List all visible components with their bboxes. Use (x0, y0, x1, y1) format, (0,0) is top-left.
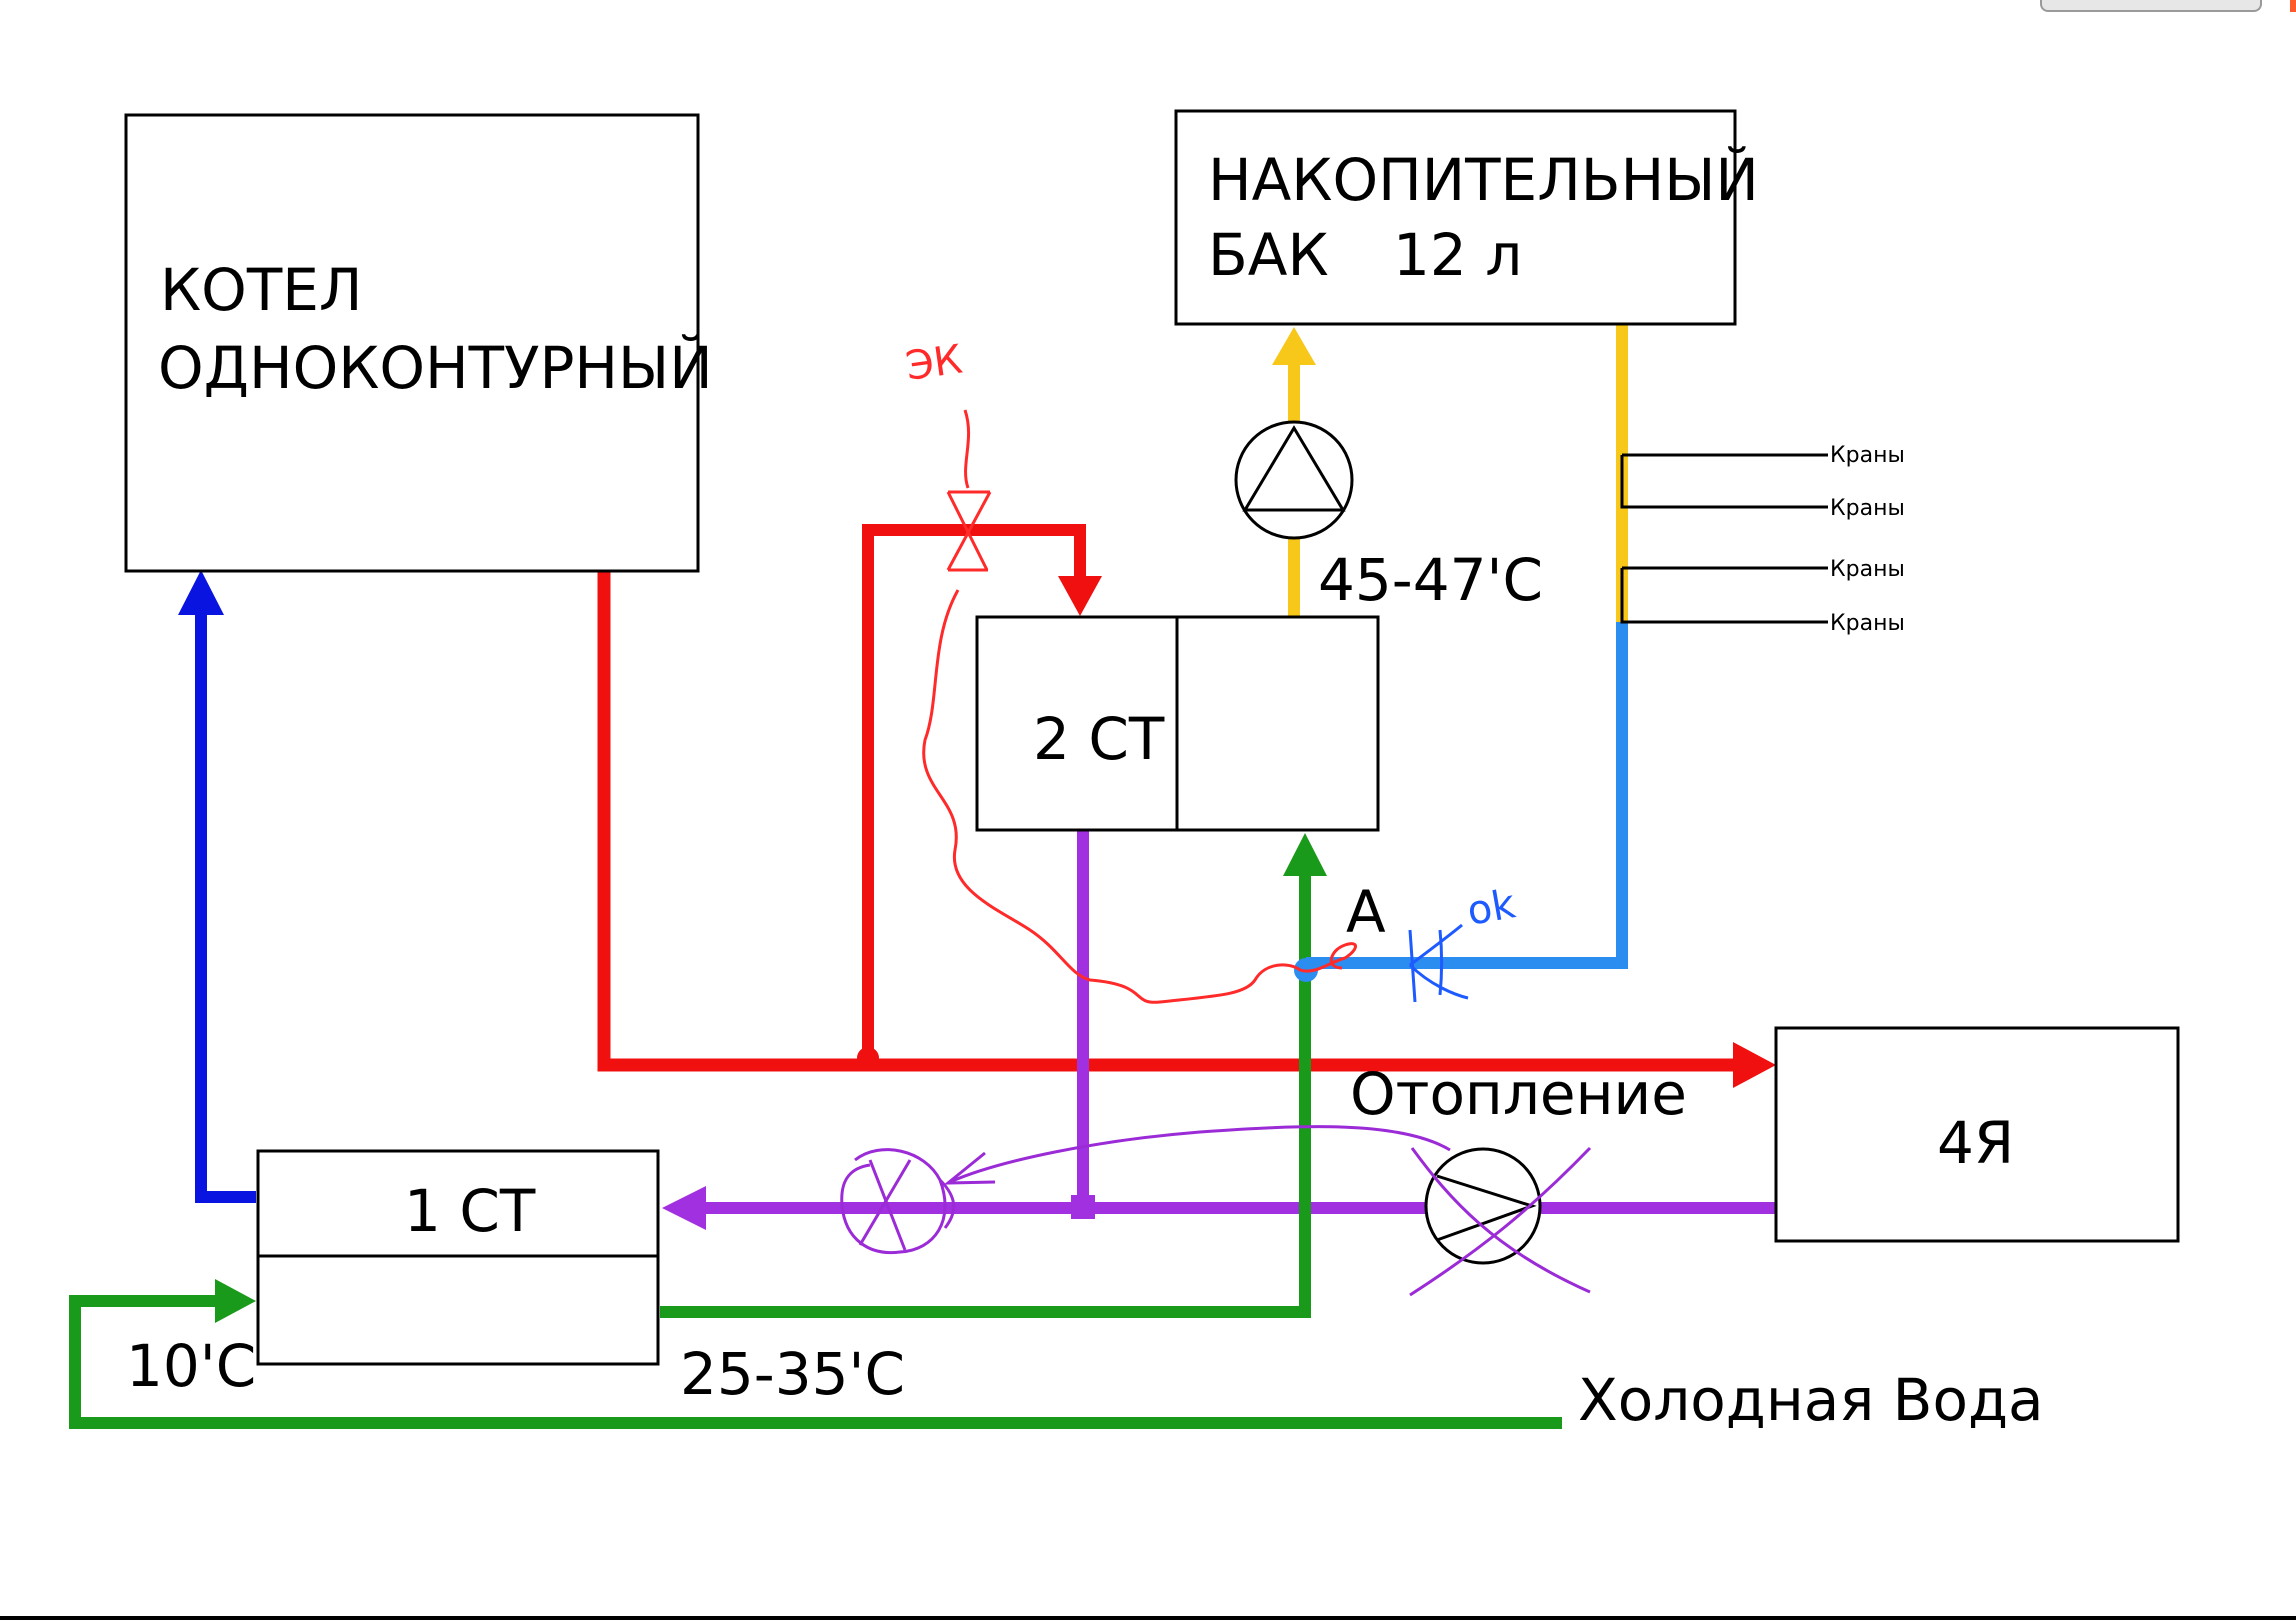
temp-mid-label: 25-35'С (680, 1340, 905, 1408)
tap-label-1: Краны (1830, 443, 1905, 468)
tank-label-2b: 12 л (1393, 221, 1522, 289)
unit4-label: 4Я (1937, 1109, 2014, 1177)
hand-ek-label: ЭК (903, 337, 965, 390)
hand-ok-label: ok (1464, 881, 1520, 935)
tank-box (1174, 109, 1737, 326)
boiler-box (124, 113, 700, 573)
hx1-label: 1 СТ (404, 1177, 536, 1245)
pipe-green-to-2ct (660, 870, 1311, 1318)
pipe-hot-branch-2ct (862, 524, 1086, 1060)
pipe-hot-supply (597, 572, 1740, 1072)
junction-purple (1071, 1195, 1095, 1219)
moved-pump-purple-icon (840, 1148, 956, 1255)
check-valve-red-icon (922, 409, 1357, 1004)
temp-cold-in-label: 10'С (126, 1332, 256, 1400)
tap-lines (1620, 453, 1828, 624)
bottom-divider (0, 1616, 2296, 1620)
unit4-box (1774, 1026, 2180, 1243)
top-toolbar-button[interactable] (2040, 0, 2262, 12)
check-valve-blue-icon (1408, 923, 1469, 1003)
arrow-right-1ct (215, 1279, 256, 1323)
arrow-up-2ct (1283, 833, 1327, 876)
pump-icon (1234, 420, 1354, 540)
boiler-label-1: КОТЕЛ (160, 256, 363, 324)
junction-red (857, 1047, 879, 1069)
hx2-label: 2 СТ (1033, 705, 1165, 773)
pipe-return-to-boiler (195, 595, 256, 1203)
cross-out-purple (1409, 1146, 1592, 1297)
corner-marker (2290, 0, 2296, 12)
relocation-arrow-purple (943, 1125, 1451, 1185)
tap-label-3: Краны (1830, 557, 1905, 582)
tank-label-1: НАКОПИТЕЛЬНЫЙ (1208, 145, 1759, 214)
arrow-up-tank (1272, 327, 1316, 365)
tank-label-2a: БАК (1208, 221, 1329, 289)
tap-label-4: Краны (1830, 611, 1905, 636)
point-a-label: А (1346, 878, 1386, 946)
arrow-down-2ct (1058, 576, 1102, 616)
heating-label: Отопление (1350, 1060, 1687, 1128)
arrow-right-heating (1733, 1042, 1776, 1088)
boiler-label-2: ОДНОКОНТУРНЫЙ (158, 333, 713, 402)
arrow-up-boiler (178, 570, 224, 615)
temp-hot-label: 45-47'С (1318, 546, 1543, 614)
pipe-cold-water (69, 1295, 1562, 1429)
tap-label-2: Краны (1830, 496, 1905, 521)
cold-water-label: Холодная Вода (1578, 1366, 2044, 1434)
arrow-left-1ct (662, 1186, 706, 1230)
heating-pump-icon (1424, 1147, 1542, 1265)
